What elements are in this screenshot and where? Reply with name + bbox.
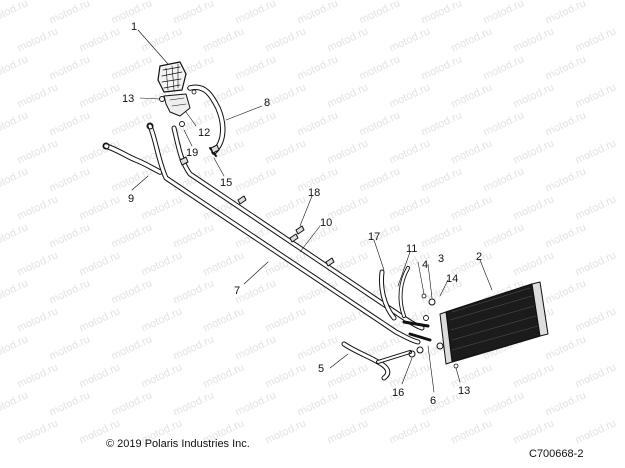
- callout-19: 19: [186, 147, 198, 159]
- callout-9: 9: [128, 193, 134, 205]
- callout-16: 16: [392, 387, 404, 399]
- callout-5: 5: [318, 363, 324, 375]
- hose-11: [379, 266, 410, 321]
- mount-bracket: [163, 93, 191, 117]
- radiator: [439, 281, 549, 365]
- hose-clamp: [179, 144, 220, 166]
- callouts: 1 13 12 8 19 15 9 18 10 7 17 11 3 4 14 2…: [122, 21, 482, 407]
- callout-12: 12: [198, 127, 210, 139]
- coolant-tube-10: [171, 125, 425, 331]
- callout-13-upper: 13: [122, 93, 134, 105]
- callout-4: 4: [422, 259, 428, 271]
- callout-11: 11: [406, 243, 417, 255]
- callout-1: 1: [131, 21, 137, 33]
- callout-17: 17: [368, 231, 380, 243]
- copyright-notice: © 2019 Polaris Industries Inc.: [106, 438, 250, 450]
- leader-lines: [131, 29, 493, 393]
- fitting: [402, 293, 459, 369]
- coolant-tube-7: [146, 122, 421, 345]
- callout-8: 8: [264, 97, 270, 109]
- callout-18: 18: [308, 187, 320, 199]
- hose-8: [187, 84, 226, 157]
- hose-5: [341, 341, 412, 381]
- callout-2: 2: [476, 251, 482, 263]
- callout-6: 6: [430, 395, 436, 407]
- callout-10: 10: [320, 217, 332, 229]
- callout-13-lower: 13: [458, 385, 470, 397]
- hose-9: [102, 142, 163, 175]
- callout-14: 14: [446, 273, 458, 285]
- figure-id: C700668-2: [529, 448, 584, 460]
- callout-15: 15: [220, 177, 232, 189]
- tube-clip: [237, 195, 335, 267]
- coolant-reservoir: [157, 61, 187, 93]
- callout-3: 3: [438, 253, 444, 265]
- callout-7: 7: [234, 285, 240, 297]
